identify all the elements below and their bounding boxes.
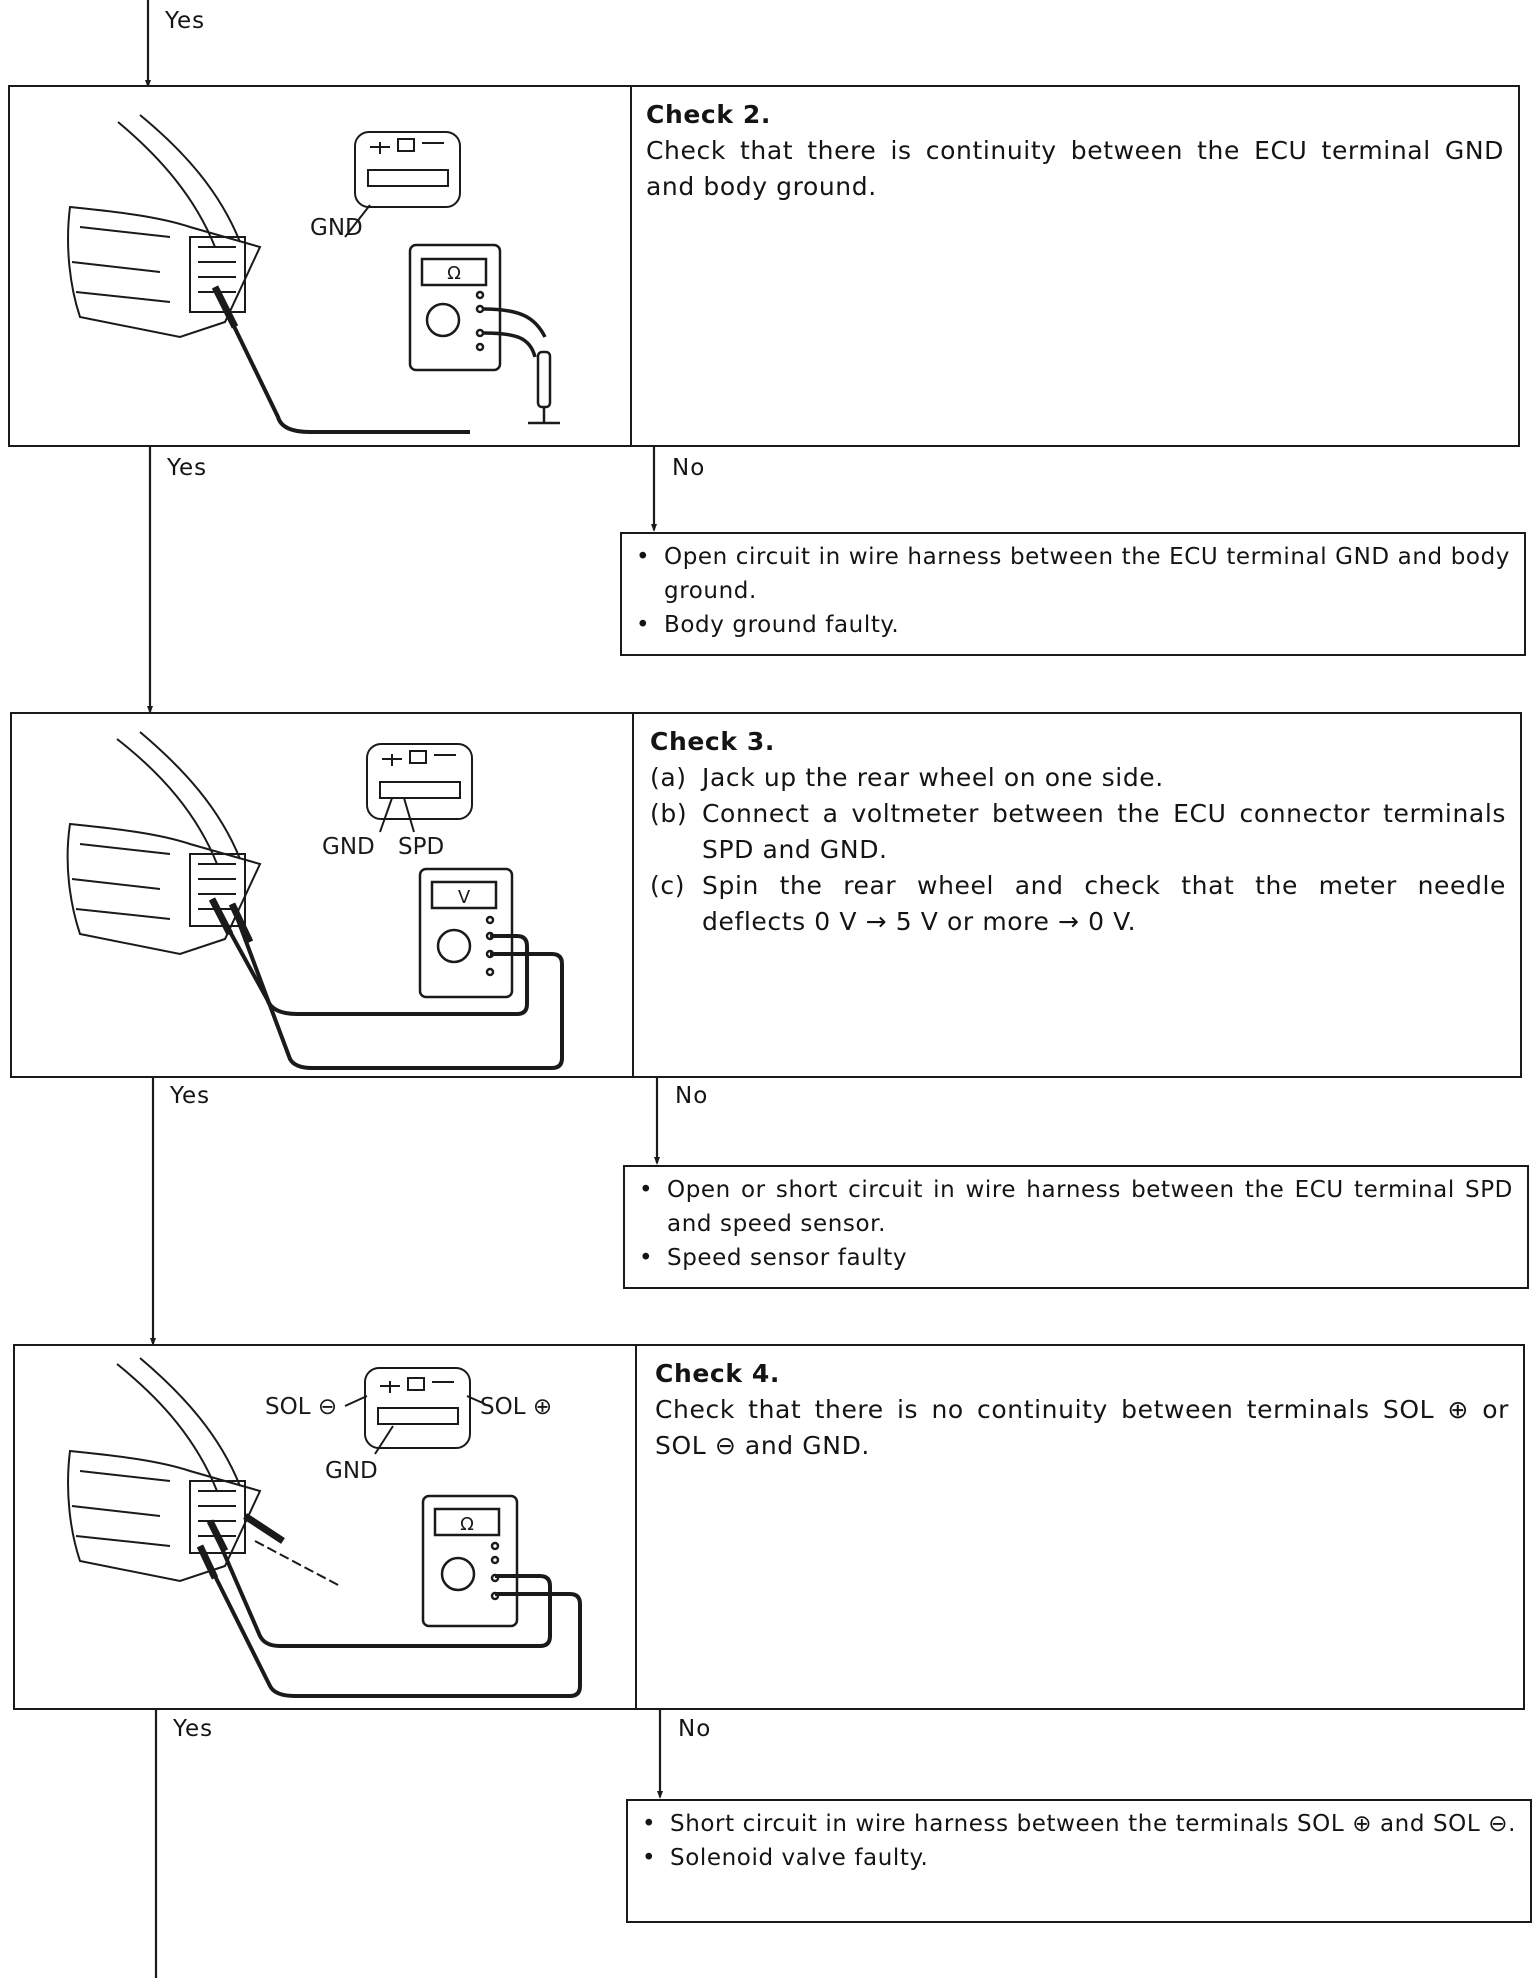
fault-item: •Open or short circuit in wire harness b… xyxy=(639,1177,1513,1237)
no-label-3: No xyxy=(678,1716,712,1742)
fault-item: •Short circuit in wire harness between t… xyxy=(642,1811,1516,1837)
no-label-2: No xyxy=(675,1083,709,1109)
step-item: (b)Connect a voltmeter between the ECU c… xyxy=(650,799,1506,864)
check-3-title: Check 3. xyxy=(650,727,775,756)
meter-symbol: V xyxy=(458,887,471,908)
fault-box-1: •Open circuit in wire harness between th… xyxy=(620,532,1526,656)
fault-item: •Open circuit in wire harness between th… xyxy=(636,544,1510,604)
yes-label-2: Yes xyxy=(170,1083,211,1109)
check-2-body: Check that there is continuity between t… xyxy=(646,136,1504,201)
check-4-title: Check 4. xyxy=(655,1359,780,1388)
fault-item: •Speed sensor faulty xyxy=(639,1245,908,1271)
meter-symbol: Ω xyxy=(460,1514,474,1535)
check-2-figure: GND Ω xyxy=(10,87,632,445)
check-4-text: Check 4. Check that there is no continui… xyxy=(655,1356,1509,1464)
no-label-1: No xyxy=(672,455,706,481)
fig-label-sol-minus: SOL ⊖ xyxy=(265,1394,337,1420)
check-3-text: Check 3. (a)Jack up the rear wheel on on… xyxy=(650,724,1506,940)
yes-label-1: Yes xyxy=(167,455,208,481)
fault-item: •Solenoid valve faulty. xyxy=(642,1845,929,1871)
check-3-figure: GND SPD V xyxy=(12,714,634,1076)
fig-label-gnd: GND xyxy=(310,215,363,241)
check-4-box: SOL ⊖ SOL ⊕ GND Ω Check 4. Check that th… xyxy=(13,1344,1525,1710)
fault-box-2: •Open or short circuit in wire harness b… xyxy=(623,1165,1529,1289)
fig-label-gnd: GND xyxy=(325,1458,378,1484)
check-2-box: GND Ω Check 2. Check that there is xyxy=(8,85,1520,447)
fig-label-gnd: GND xyxy=(322,834,375,860)
yes-label-3: Yes xyxy=(173,1716,214,1742)
check-3-box: GND SPD V Check 3. (a)Jack up the rear w… xyxy=(10,712,1522,1078)
check-2-title: Check 2. xyxy=(646,100,771,129)
multimeter-icon xyxy=(408,243,560,425)
ecu-connector-illustration: SOL ⊖ SOL ⊕ GND Ω xyxy=(67,1357,582,1698)
meter-symbol: Ω xyxy=(447,263,461,284)
fault-item: •Body ground faulty. xyxy=(636,612,900,638)
multimeter-icon xyxy=(418,867,514,999)
fault-box-3: •Short circuit in wire harness between t… xyxy=(626,1799,1532,1923)
ecu-connector-illustration: GND SPD V xyxy=(66,731,564,1070)
fig-label-spd: SPD xyxy=(398,834,444,860)
multimeter-icon xyxy=(421,1494,519,1628)
check-4-figure: SOL ⊖ SOL ⊕ GND Ω xyxy=(15,1346,637,1708)
check-4-body: Check that there is no continuity betwee… xyxy=(655,1395,1509,1460)
check-2-text: Check 2. Check that there is continuity … xyxy=(646,97,1504,205)
step-item: (a)Jack up the rear wheel on one side. xyxy=(650,763,1164,792)
yes-label-top: Yes xyxy=(165,8,206,34)
fig-label-sol-plus: SOL ⊕ xyxy=(480,1394,552,1420)
ecu-connector-illustration: GND Ω xyxy=(67,114,560,434)
step-item: (c)Spin the rear wheel and check that th… xyxy=(650,871,1506,936)
